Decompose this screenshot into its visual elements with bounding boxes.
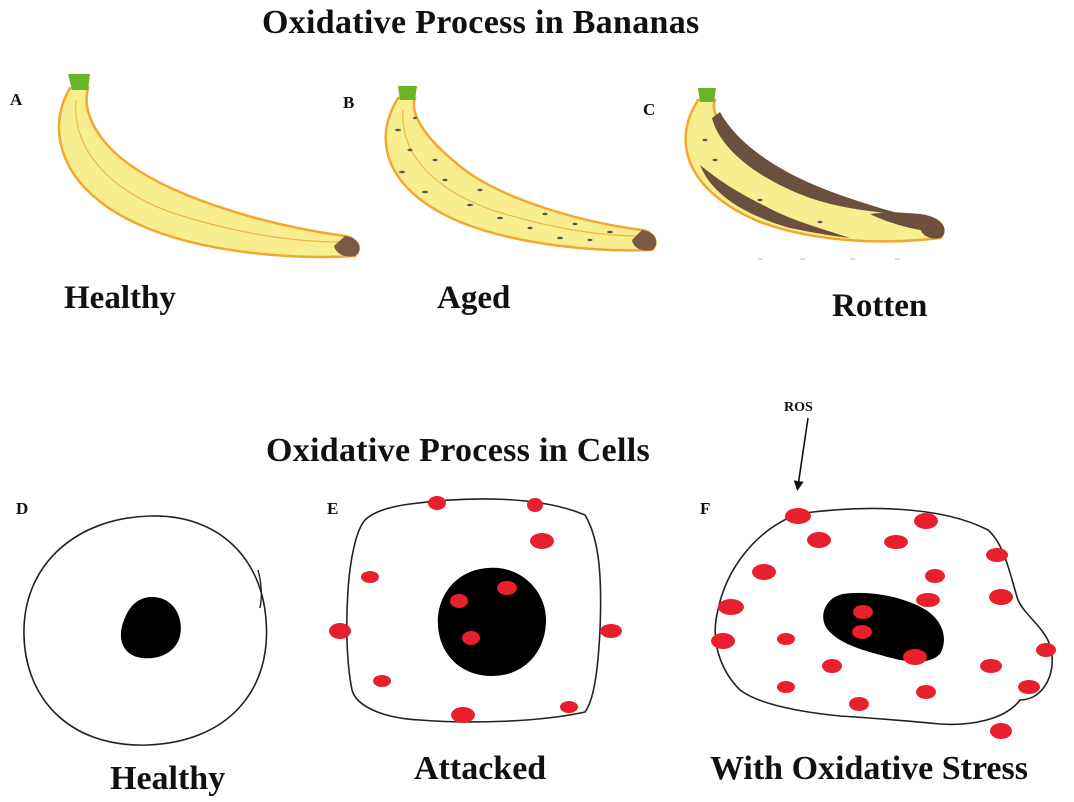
ros-arrow <box>798 418 808 486</box>
nucleus <box>438 568 546 676</box>
cell-attacked <box>329 496 622 723</box>
cell-healthy <box>24 516 267 745</box>
banana-stem <box>398 86 417 100</box>
banana-healthy <box>59 74 360 257</box>
cell-oxidative-stress <box>711 508 1056 739</box>
banana-rotten <box>686 88 945 260</box>
speck-line <box>758 258 900 260</box>
banana-aged <box>386 86 657 251</box>
banana-stem <box>698 88 716 102</box>
